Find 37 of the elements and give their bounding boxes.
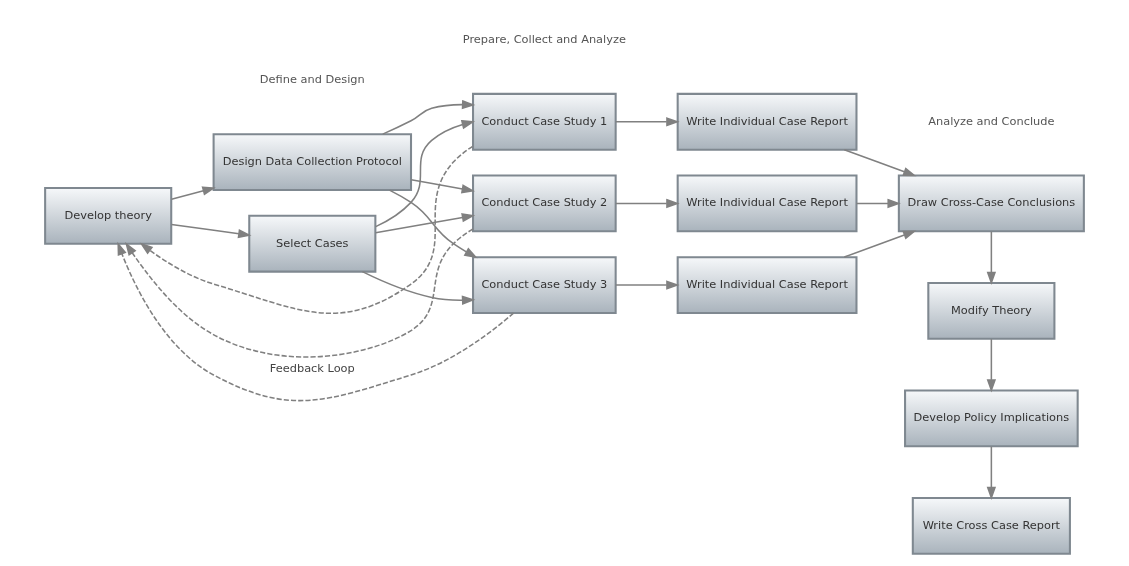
node-box: Write Cross Case Report bbox=[911, 496, 1071, 555]
node-box: Develop Policy Implications bbox=[904, 389, 1079, 448]
node-box: Write Individual Case Report bbox=[676, 92, 858, 151]
label: Define and Design bbox=[259, 72, 365, 87]
arrow bbox=[374, 120, 476, 228]
arrow bbox=[170, 186, 216, 201]
arrow bbox=[615, 198, 680, 209]
arrow bbox=[615, 117, 680, 127]
node-box: Draw Cross-Case Conclusions bbox=[897, 174, 1085, 233]
arrow bbox=[410, 178, 475, 194]
node-box: Conduct Case Study 3 bbox=[472, 256, 617, 314]
node-box: Conduct Case Study 1 bbox=[472, 92, 617, 151]
node-box: Conduct Case Study 2 bbox=[472, 174, 617, 233]
arrow bbox=[117, 241, 515, 402]
arrow bbox=[615, 280, 680, 290]
arrow bbox=[381, 99, 476, 135]
arrow bbox=[170, 223, 252, 239]
arrow bbox=[361, 270, 476, 305]
node-box: Design Data Collection Protocol bbox=[212, 133, 413, 191]
node-box: Develop theory bbox=[44, 186, 173, 245]
arrow bbox=[986, 445, 997, 501]
arrow bbox=[855, 198, 901, 209]
node-box: Modify Theory bbox=[927, 281, 1056, 340]
arrow bbox=[986, 338, 997, 393]
node-box: Write Individual Case Report bbox=[676, 256, 858, 314]
label: Analyze and Conclude bbox=[928, 113, 1055, 128]
arrow bbox=[374, 213, 476, 234]
edge-label: Feedback Loop bbox=[269, 360, 355, 375]
arrow bbox=[125, 228, 474, 358]
arrow bbox=[986, 230, 997, 286]
arrow bbox=[139, 145, 474, 315]
node-box: Select Cases bbox=[248, 214, 377, 273]
node-box: Write Individual Case Report bbox=[676, 174, 858, 233]
label: Prepare, Collect and Analyze bbox=[462, 32, 626, 47]
arrow bbox=[843, 230, 917, 258]
arrow bbox=[843, 148, 917, 177]
arrow bbox=[388, 189, 478, 259]
